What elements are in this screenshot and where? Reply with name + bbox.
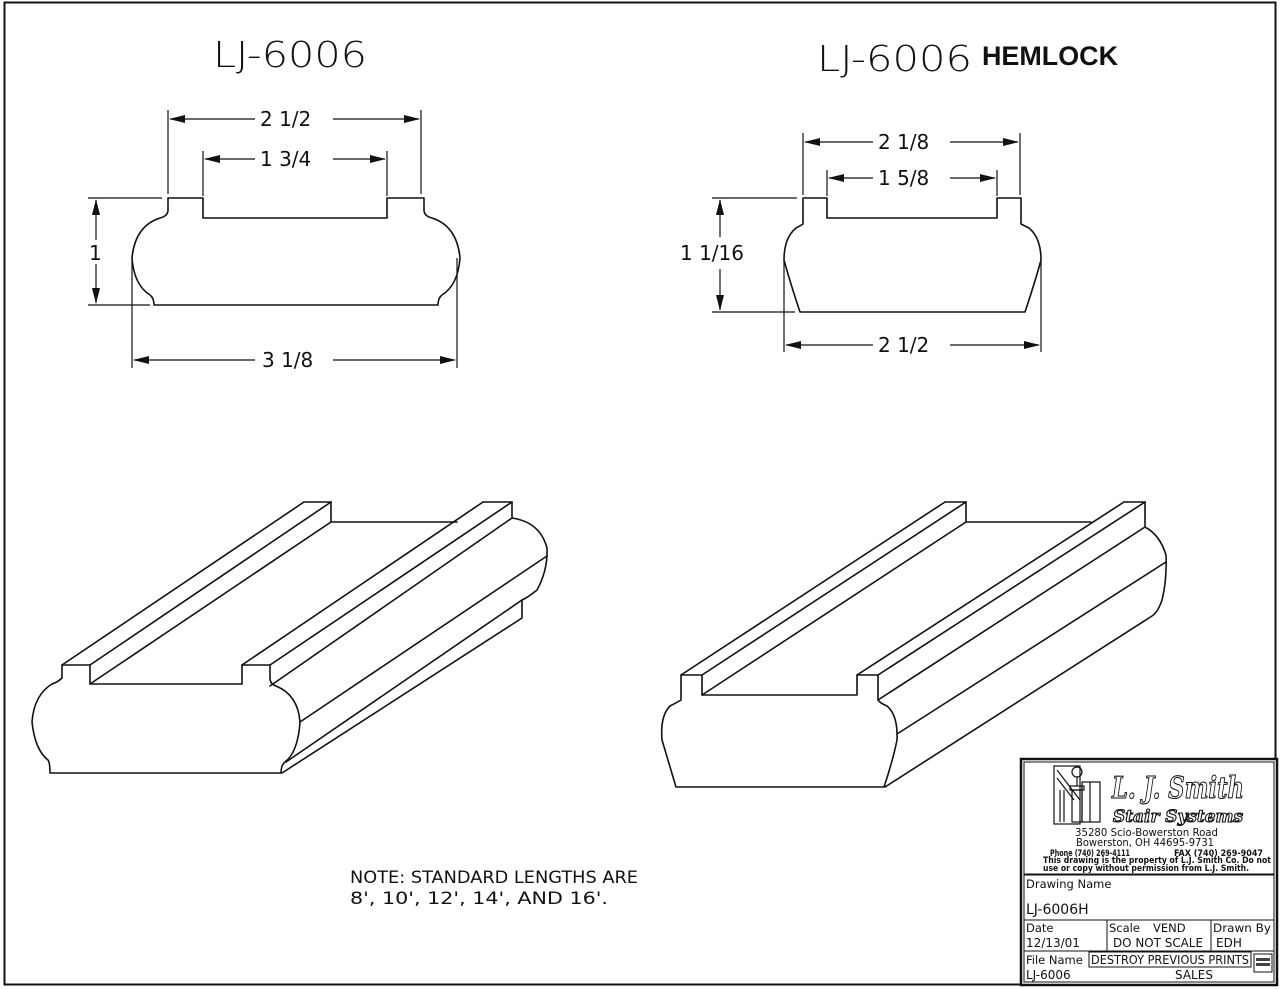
- scale-note: DO NOT SCALE: [1113, 936, 1203, 950]
- drawing-name-value: LJ-6006H: [1026, 902, 1089, 918]
- right-view-title: LJ-6006: [817, 39, 972, 80]
- right-dim-groove-width: 1 5/8: [878, 166, 929, 190]
- destroy-notice: DESTROY PREVIOUS PRINTS: [1091, 953, 1249, 967]
- company-fax: FAX (740) 269-9047: [1174, 849, 1263, 859]
- department-value: SALES: [1175, 968, 1213, 982]
- left-view-title: LJ-6006: [213, 35, 367, 76]
- scale-value: VEND: [1153, 921, 1186, 935]
- note-line-2: 8', 10', 12', 14', AND 16'.: [350, 889, 608, 909]
- left-profile-view: LJ-6006 2 1/2 1 3/4 1 3: [88, 35, 461, 372]
- company-subtitle: Stair Systems: [1113, 807, 1243, 827]
- title-block: L. J. Smith Stair Systems 35280 Scio-Bow…: [1019, 757, 1279, 987]
- company-address-line-2: Bowerston, OH 44695-9731: [1076, 836, 1214, 849]
- file-name-label: File Name: [1026, 953, 1083, 967]
- left-dim-bottom-width: 3 1/8: [262, 348, 313, 372]
- revision-stamp-icon: [1256, 958, 1270, 966]
- company-logo-icon: [1053, 765, 1101, 825]
- standard-lengths-note: NOTE: STANDARD LENGTHS ARE 8', 10', 12',…: [350, 868, 638, 909]
- file-name-value: LJ-6006: [1026, 968, 1071, 982]
- left-isometric-view: [31, 501, 548, 774]
- date-value: 12/13/01: [1026, 936, 1080, 950]
- left-dim-height: 1: [89, 241, 102, 265]
- drawn-by-label: Drawn By: [1213, 921, 1271, 935]
- company-name: L. J. Smith: [1111, 771, 1244, 806]
- left-profile-outline: [131, 197, 461, 306]
- company-phone: Phone (740) 269-4111: [1050, 849, 1130, 859]
- disclaimer-line-1: This drawing is the property of L.J. Smi…: [1043, 856, 1271, 866]
- page-border: [3, 1, 1277, 986]
- right-profile-outline: [783, 197, 1042, 313]
- right-dim-height: 1 1/16: [680, 241, 744, 265]
- right-isometric-view: [660, 501, 1167, 788]
- left-dim-top-width: 2 1/2: [260, 107, 311, 131]
- right-view-title-suffix: HEMLOCK: [982, 41, 1118, 71]
- date-label: Date: [1026, 921, 1054, 935]
- left-dim-groove-width: 1 3/4: [260, 147, 311, 171]
- drawing-name-label: Drawing Name: [1026, 877, 1111, 891]
- scale-label: Scale: [1109, 921, 1140, 935]
- right-dim-top-width: 2 1/8: [878, 130, 929, 154]
- right-profile-view: LJ-6006 HEMLOCK 2 1/8 1 5/8 1 1/16: [680, 39, 1118, 357]
- note-line-1: NOTE: STANDARD LENGTHS ARE: [350, 868, 638, 888]
- disclaimer-line-2: use or copy without permission from L.J.…: [1043, 864, 1249, 874]
- drawn-by-value: EDH: [1216, 936, 1242, 950]
- company-address-line-1: 35280 Scio-Bowerston Road: [1075, 826, 1218, 839]
- right-dim-bottom-width: 2 1/2: [878, 333, 929, 357]
